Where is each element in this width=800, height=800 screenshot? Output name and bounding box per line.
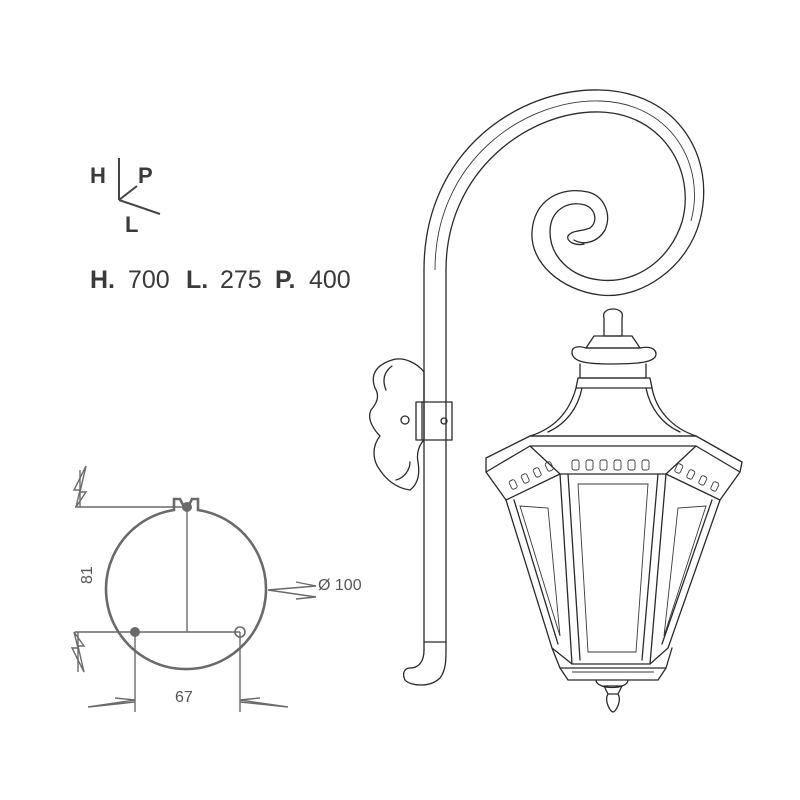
mount-plate-diagram: 81 Ø 100 67 <box>70 465 362 712</box>
arm-hook <box>403 649 447 686</box>
arrow-67-left <box>87 697 136 708</box>
lantern-base <box>551 647 673 669</box>
axis-label-h: H <box>90 163 106 188</box>
arm-clamp <box>415 401 453 441</box>
arm-scroll-inner <box>445 111 686 282</box>
overall-dimensions: H. 700 L. 275 P. 400 <box>90 266 351 294</box>
depth-key: P. <box>275 266 295 294</box>
front-left-post <box>559 473 581 665</box>
height-value: 700 <box>128 266 170 294</box>
front-glass-panel <box>577 483 649 653</box>
hanging-ring <box>603 308 623 337</box>
lantern-body <box>505 499 721 665</box>
lantern <box>485 308 743 713</box>
wall-arm <box>369 89 705 686</box>
arm-scroll-outer <box>423 89 705 297</box>
top-hole <box>182 502 192 512</box>
axis-label-p: P <box>138 163 153 188</box>
length-value: 275 <box>220 266 262 294</box>
bracket-screw <box>400 415 410 425</box>
width-67-label: 67 <box>175 689 193 706</box>
diameter-leader <box>267 581 317 600</box>
bottom-finial <box>595 679 629 689</box>
height-81-label: 81 <box>79 566 96 584</box>
front-right-post <box>641 473 667 665</box>
crown-vents <box>508 459 720 492</box>
vertical-arm <box>423 269 447 651</box>
height-key: H. <box>90 266 115 294</box>
arrow-67-right <box>239 697 289 708</box>
left-hole <box>130 627 140 637</box>
mount-plate-outline <box>104 497 268 671</box>
length-key: L. <box>186 266 208 294</box>
lantern-cap-top <box>585 335 641 349</box>
wall-bracket <box>369 358 425 491</box>
axes-legend: H P L <box>90 158 161 237</box>
diameter-label: Ø 100 <box>318 577 362 594</box>
right-hole <box>234 626 246 638</box>
axis-label-l: L <box>125 212 138 237</box>
depth-value: 400 <box>309 266 351 294</box>
